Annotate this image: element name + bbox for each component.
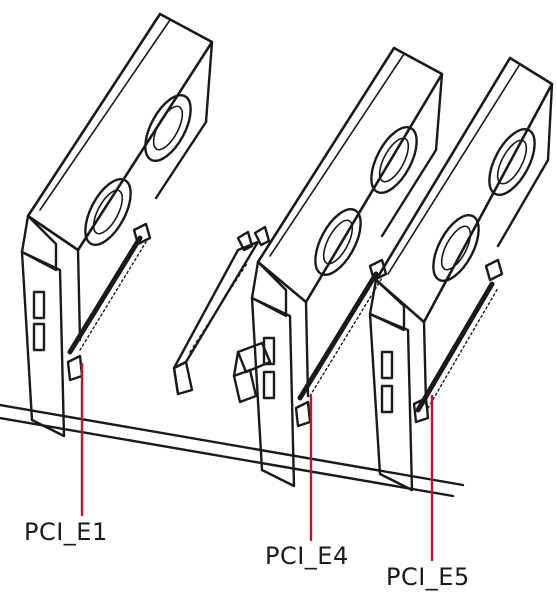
graphics-card-e4 bbox=[250, 46, 444, 488]
fan-icon bbox=[370, 126, 418, 194]
fan-icon bbox=[432, 214, 480, 282]
slot-label-pci-e4: PCI_E4 bbox=[265, 542, 349, 570]
graphics-card-e5 bbox=[368, 56, 554, 492]
fan-icon bbox=[314, 208, 362, 276]
leader-lines bbox=[80, 362, 434, 562]
fan-icon bbox=[378, 137, 410, 183]
graphics-card-e1 bbox=[20, 12, 214, 438]
fan-icon bbox=[84, 178, 132, 246]
fan-icon bbox=[496, 139, 528, 185]
fan-icon bbox=[92, 189, 124, 235]
fan-icon bbox=[488, 128, 536, 196]
fan-icon bbox=[144, 94, 192, 162]
fan-icon bbox=[152, 105, 184, 151]
empty-slot-pci-e2 bbox=[172, 225, 271, 396]
fan-icon bbox=[322, 219, 354, 265]
fan-icon bbox=[440, 225, 472, 271]
slot-label-pci-e1: PCI_E1 bbox=[24, 518, 108, 546]
motherboard-edge bbox=[0, 403, 465, 498]
slot-label-pci-e5: PCI_E5 bbox=[386, 563, 470, 591]
